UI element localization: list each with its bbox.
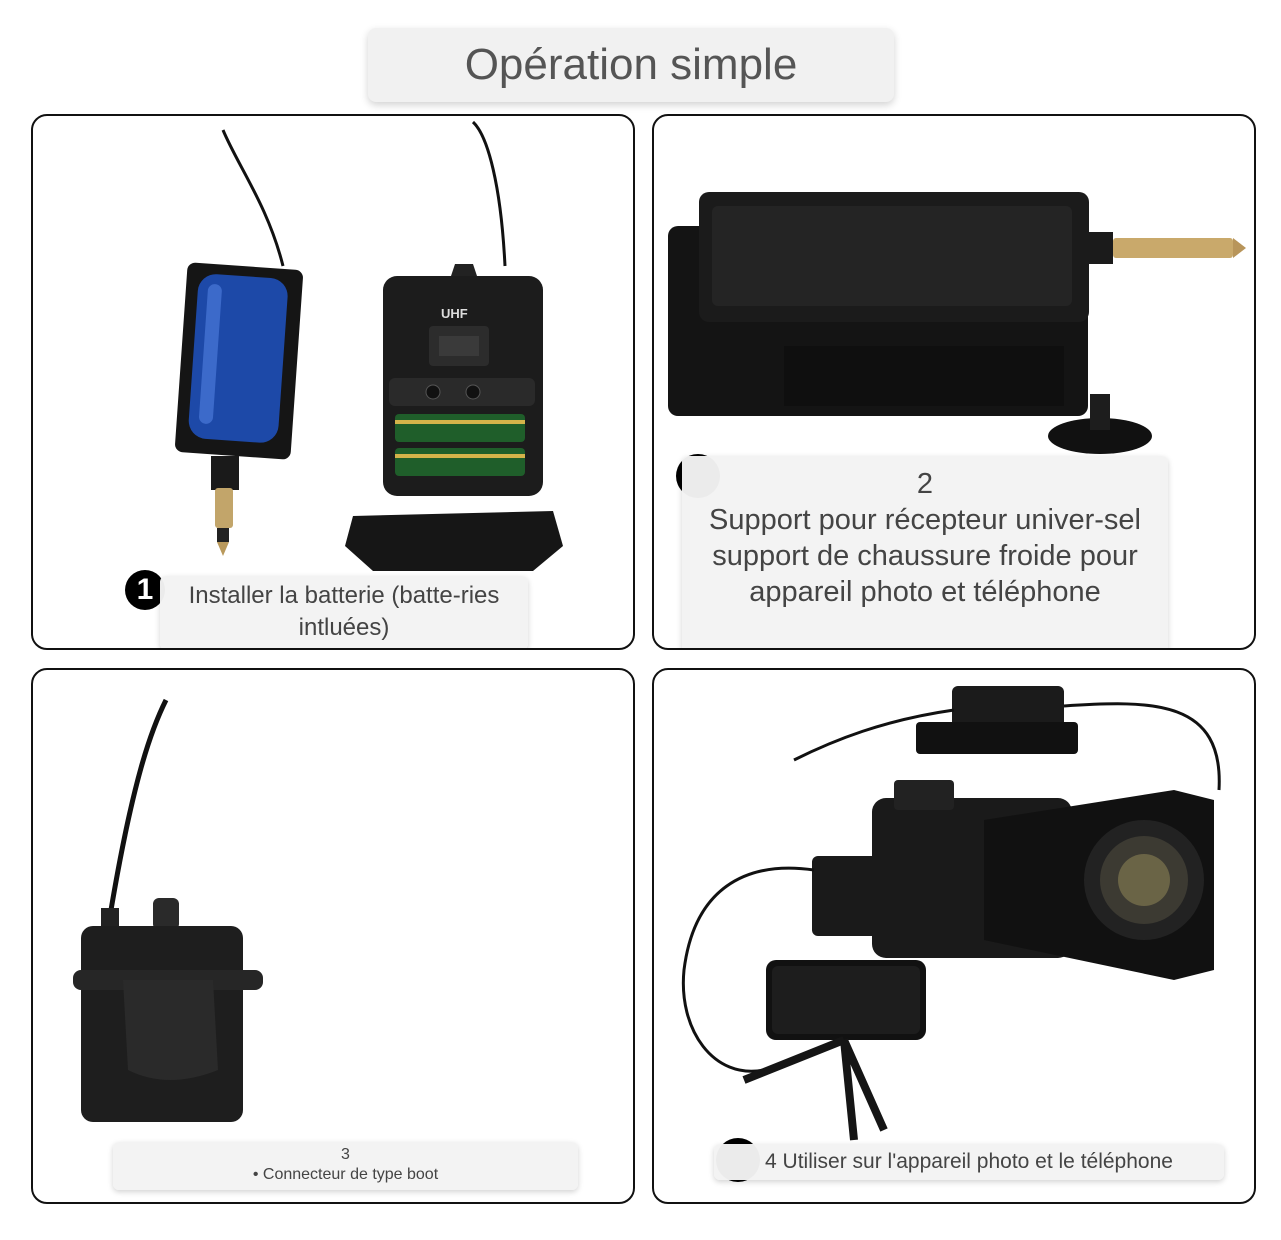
panel-camera-phone-use: 4 Utiliser sur l'appareil photo et le té…: [652, 668, 1256, 1204]
step-1-caption: Installer la batterie (batte-ries intlué…: [160, 576, 528, 648]
step-4-caption-text: 4 Utiliser sur l'appareil photo et le té…: [765, 1150, 1173, 1173]
step-1-badge: 1: [125, 570, 165, 610]
step-3-number: 3: [341, 1146, 350, 1163]
step-3-caption-text: • Connecteur de type boot: [252, 1166, 439, 1183]
camera-phone-setup-illustration: [681, 686, 1221, 1182]
bodypack-receiver-illustration: [73, 698, 263, 1122]
page-title: Opération simple: [368, 28, 894, 102]
step-3-caption: 3 • Connecteur de type boot: [113, 1142, 578, 1190]
step-2-caption: 2 Support pour récepteur univer-sel supp…: [682, 456, 1168, 648]
step-2-number: 2: [916, 468, 934, 500]
panel-universal-mount: 2 Support pour récepteur univer-sel supp…: [652, 114, 1256, 650]
panel-boot-connector: 3 • Connecteur de type boot: [31, 668, 635, 1204]
step-4-caption: 4 Utiliser sur l'appareil photo et le té…: [714, 1144, 1224, 1180]
step-2-caption-text: Support pour récepteur univer-sel suppor…: [708, 504, 1141, 608]
receiver-mount-illustration: [668, 192, 1246, 498]
battery-install-illustration: [175, 120, 563, 571]
uhf-label: UHF: [441, 306, 468, 321]
panel-install-battery: UHF 1 Installer la batterie (batte-ries …: [31, 114, 635, 650]
step-1-caption-text: Installer la batterie (batte-ries intlué…: [188, 582, 500, 641]
